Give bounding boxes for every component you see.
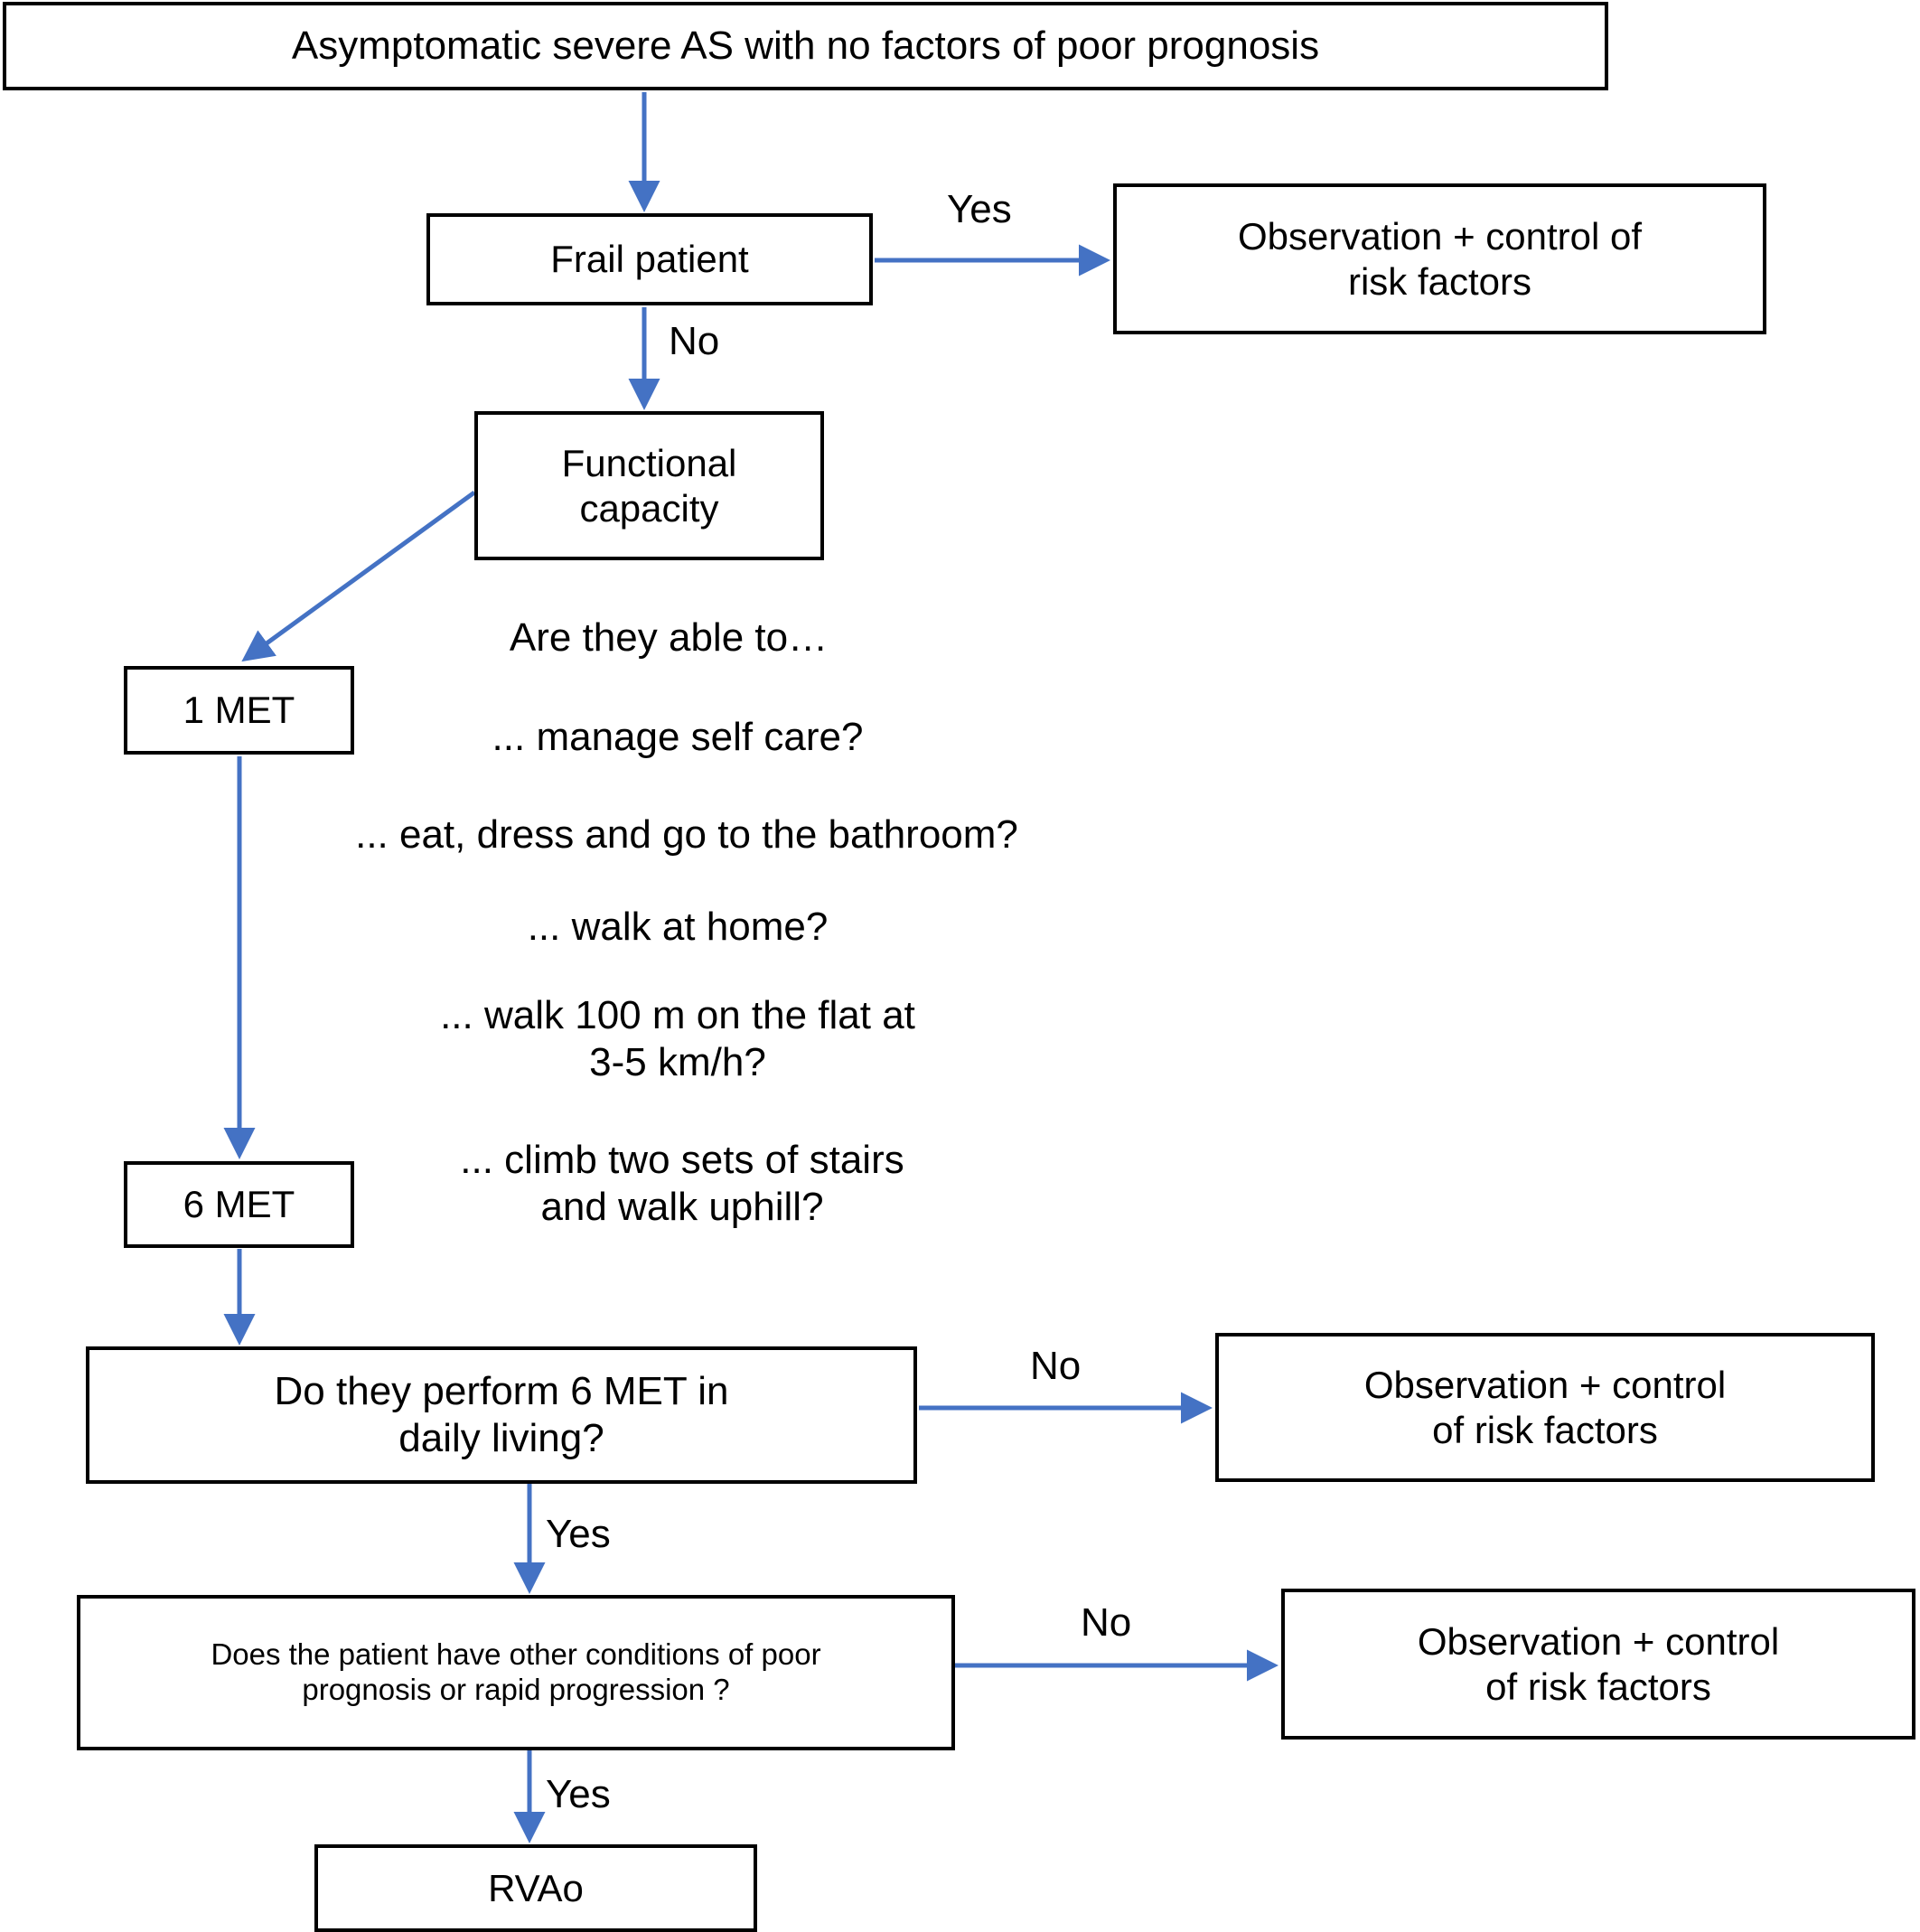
- question-item-4: ... climb two sets of stairs and walk up…: [460, 1138, 904, 1229]
- edge-label-conditions-no: No: [1081, 1600, 1132, 1645]
- node-6-met-label: 6 MET: [183, 1183, 295, 1226]
- node-other-conditions[interactable]: Does the patient have other conditions o…: [77, 1595, 955, 1750]
- question-item-2: ... walk at home?: [527, 905, 829, 949]
- node-1-met[interactable]: 1 MET: [124, 666, 354, 755]
- node-functional-capacity[interactable]: Functional capacity: [474, 411, 824, 560]
- node-other-conditions-label: Does the patient have other conditions o…: [211, 1637, 821, 1706]
- node-1-met-label: 1 MET: [183, 689, 295, 732]
- edge-label-perform-no: No: [1030, 1344, 1082, 1388]
- node-frail-patient-label: Frail patient: [550, 238, 749, 281]
- node-frail-patient[interactable]: Frail patient: [426, 213, 873, 305]
- edge-label-perform-yes: Yes: [546, 1512, 611, 1556]
- node-perform-6-met-label: Do they perform 6 MET in daily living?: [274, 1369, 729, 1460]
- node-observation-bottom-label: Observation + control of risk factors: [1417, 1619, 1780, 1708]
- question-item-0: ... manage self care?: [492, 715, 864, 759]
- node-functional-capacity-label: Functional capacity: [561, 441, 737, 530]
- question-item-1: ... eat, dress and go to the bathroom?: [355, 812, 1018, 857]
- node-observation-top[interactable]: Observation + control of risk factors: [1113, 183, 1766, 334]
- node-perform-6-met[interactable]: Do they perform 6 MET in daily living?: [86, 1346, 917, 1484]
- node-observation-mid-label: Observation + control of risk factors: [1363, 1363, 1727, 1451]
- node-rvao[interactable]: RVAo: [314, 1844, 757, 1932]
- node-6-met[interactable]: 6 MET: [124, 1161, 354, 1248]
- edge-label-frail-no: No: [669, 319, 720, 363]
- node-observation-top-label: Observation + control of risk factors: [1237, 214, 1643, 303]
- question-item-3: ... walk 100 m on the flat at 3-5 km/h?: [440, 993, 915, 1084]
- node-observation-mid[interactable]: Observation + control of risk factors: [1215, 1333, 1875, 1482]
- edge-label-conditions-yes: Yes: [546, 1772, 611, 1816]
- node-rvao-label: RVAo: [488, 1866, 584, 1909]
- node-root[interactable]: Asymptomatic severe AS with no factors o…: [3, 2, 1608, 90]
- node-root-label: Asymptomatic severe AS with no factors o…: [291, 23, 1320, 69]
- edge-label-frail-yes: Yes: [947, 187, 1012, 231]
- node-observation-bottom[interactable]: Observation + control of risk factors: [1281, 1589, 1915, 1740]
- questions-prompt: Are they able to…: [509, 615, 829, 660]
